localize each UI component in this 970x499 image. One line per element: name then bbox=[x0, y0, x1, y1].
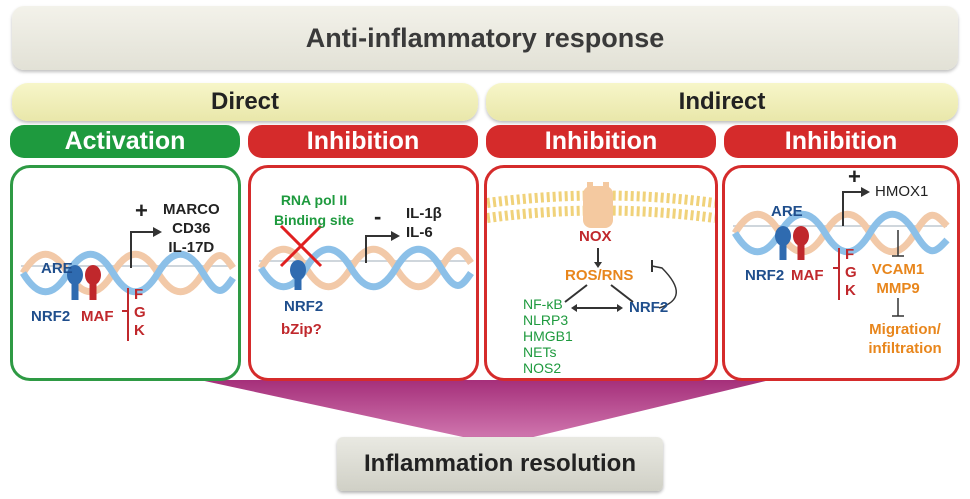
inhibition-loop bbox=[651, 265, 677, 309]
are-label: ARE bbox=[771, 203, 803, 220]
activation-bar: Activation bbox=[10, 125, 240, 158]
inhibition-bar-3: Inhibition bbox=[724, 125, 958, 158]
inhibition-label-2: Inhibition bbox=[544, 127, 658, 155]
minus-sign: - bbox=[374, 204, 382, 229]
target-hmgb1: HMGB1 bbox=[523, 328, 573, 344]
target-nets: NETs bbox=[523, 344, 557, 360]
transcription-arrow bbox=[130, 231, 153, 268]
activated-genes: MARCO CD36 IL-17D bbox=[163, 200, 220, 257]
maf-k: K bbox=[134, 322, 145, 339]
target-nfkb: NF-κB bbox=[523, 296, 563, 312]
nrf2-protein-icon bbox=[290, 260, 306, 290]
maf-f: F bbox=[845, 246, 855, 263]
target-nlrp3: NLRP3 bbox=[523, 312, 569, 328]
indirect-banner: Indirect bbox=[486, 83, 958, 121]
banner-title: Anti-inflammatory response bbox=[305, 22, 665, 53]
dna-helix-icon bbox=[731, 210, 950, 256]
inhibition-label-1: Inhibition bbox=[306, 127, 420, 155]
migration-label: Migration/ bbox=[869, 321, 941, 338]
activation-label: Activation bbox=[64, 127, 186, 155]
rna-pol-label: RNA pol II bbox=[280, 192, 348, 208]
inflammation-resolution-banner: Inflammation resolution bbox=[337, 437, 663, 491]
gene-vcam1: VCAM1 bbox=[871, 261, 925, 278]
transcription-arrow bbox=[842, 191, 861, 226]
nrf2-label: NRF2 bbox=[31, 308, 71, 325]
binding-site-label: Binding site bbox=[273, 212, 355, 228]
target-nos2: NOS2 bbox=[523, 360, 562, 376]
gene-il17d: IL-17D bbox=[168, 239, 215, 256]
plus-sign: + bbox=[848, 164, 861, 189]
direct-label: Direct bbox=[210, 88, 280, 115]
are-label: ARE bbox=[41, 260, 73, 277]
nrf2-protein-icon bbox=[67, 265, 83, 300]
maf-protein-icon bbox=[85, 265, 101, 300]
maf-variants: F G K bbox=[134, 286, 146, 340]
inhibition-bar-2: Inhibition bbox=[486, 125, 716, 158]
maf-f: F bbox=[134, 286, 144, 303]
maf-g: G bbox=[845, 264, 857, 281]
maf-k: K bbox=[845, 282, 856, 299]
nox-label: NOX bbox=[579, 228, 612, 245]
maf-label: MAF bbox=[791, 267, 824, 284]
anti-inflammatory-banner: Anti-inflammatory response bbox=[12, 6, 958, 70]
inhibition-label-3: Inhibition bbox=[784, 127, 898, 155]
direct-banner: Direct bbox=[12, 83, 478, 121]
panel-inhibition-direct: RNA pol II Binding site - IL-1β IL-6 NRF… bbox=[248, 165, 479, 381]
inhibition-bar-1: Inhibition bbox=[248, 125, 478, 158]
plus-sign: + bbox=[135, 198, 148, 223]
maf-variants: F G K bbox=[845, 246, 857, 300]
panel-inhibition-hmox1: ARE + HMOX1 NRF2 MAF F G K VCAM1 MMP9 Mi… bbox=[722, 164, 960, 381]
gene-cd36: CD36 bbox=[172, 220, 211, 237]
funnel-triangle bbox=[200, 380, 770, 445]
ros-label: ROS/RNS bbox=[565, 267, 634, 284]
panel-activation: ARE + MARCO CD36 IL-17D NRF2 MAF F G K bbox=[10, 165, 241, 381]
footer-title: Inflammation resolution bbox=[363, 450, 636, 477]
nrf2-label: NRF2 bbox=[629, 299, 669, 316]
gene-il1b: IL-1β bbox=[406, 205, 442, 222]
maf-g: G bbox=[134, 304, 146, 321]
gene-mmp9: MMP9 bbox=[876, 280, 920, 297]
inflammatory-targets: NF-κB NLRP3 HMGB1 NETs NOS2 bbox=[523, 296, 573, 376]
dna-helix-icon bbox=[19, 250, 236, 296]
adhesion-molecules: VCAM1 MMP9 bbox=[865, 260, 931, 298]
nrf2-label: NRF2 bbox=[745, 267, 785, 284]
nrf2-label: NRF2 bbox=[284, 298, 324, 315]
migration-outcome: Migration/ infiltration bbox=[853, 320, 957, 358]
block-x-icon bbox=[279, 224, 323, 268]
maf-protein-icon bbox=[793, 226, 809, 260]
nox-receptor-icon bbox=[583, 182, 613, 228]
indirect-label: Indirect bbox=[678, 88, 766, 115]
rna-pol-site: RNA pol II Binding site bbox=[259, 190, 369, 230]
nrf2-protein-icon bbox=[775, 226, 791, 260]
infiltration-label: infiltration bbox=[868, 340, 942, 357]
panel-inhibition-nox: NOX ROS/RNS NRF2 NF-κB NLRP3 HMGB1 NETs … bbox=[484, 165, 718, 381]
gene-il6: IL-6 bbox=[406, 224, 433, 241]
inhibited-genes: IL-1β IL-6 bbox=[406, 204, 442, 242]
hmox1-label: HMOX1 bbox=[875, 183, 929, 200]
bzip-label: bZip? bbox=[281, 321, 322, 338]
transcription-arrow bbox=[365, 235, 391, 263]
maf-label: MAF bbox=[81, 308, 114, 325]
gene-marco: MARCO bbox=[163, 201, 220, 218]
